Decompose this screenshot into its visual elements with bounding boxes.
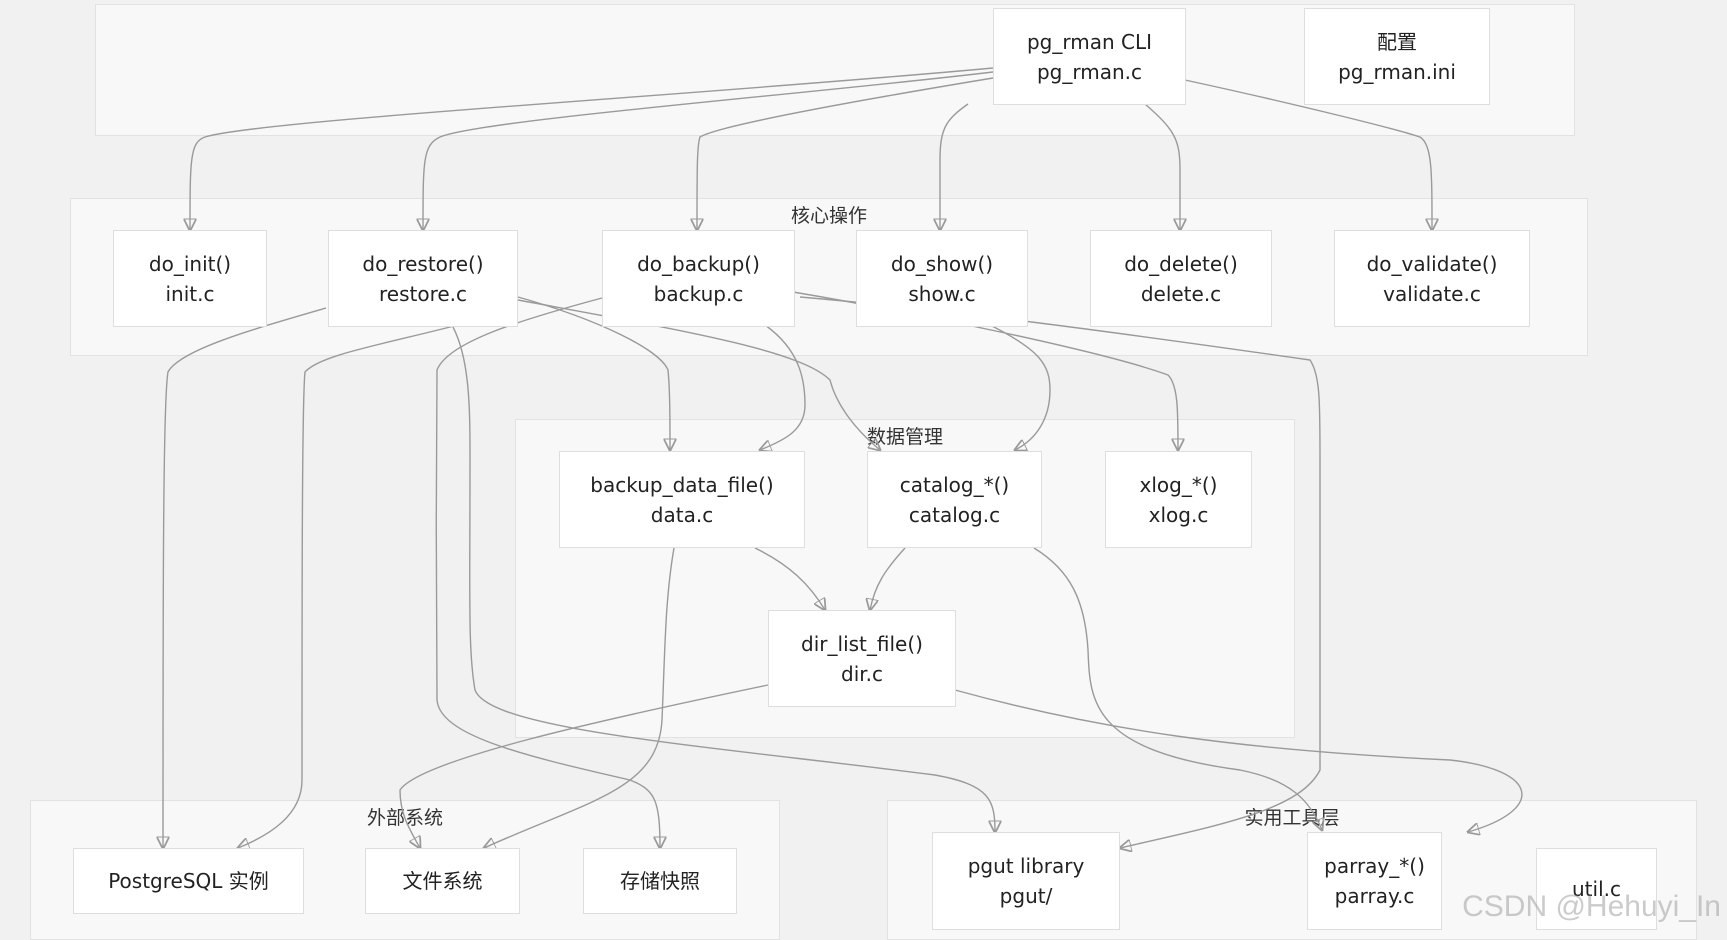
- node-parray[interactable]: parray_*() parray.c: [1307, 832, 1442, 930]
- edge-restore-postgres: [238, 324, 459, 848]
- node-do-restore[interactable]: do_restore() restore.c: [328, 230, 518, 327]
- node-filesystem-label: 文件系统: [402, 869, 483, 893]
- group-title-util: 实用工具层: [1244, 807, 1340, 829]
- node-catalog-line1: catalog_*(): [899, 472, 1010, 497]
- node-do-show-line2: show.c: [908, 281, 976, 306]
- node-do-backup[interactable]: do_backup() backup.c: [602, 230, 795, 327]
- node-backup-data-file-line1: backup_data_file(): [590, 472, 774, 497]
- node-pg-rman-cli[interactable]: pg_rman CLI pg_rman.c: [993, 8, 1186, 105]
- node-do-validate-line1: do_validate(): [1366, 251, 1498, 276]
- node-postgresql-instance[interactable]: PostgreSQL 实例: [73, 848, 304, 914]
- node-dir-list-file-line2: dir.c: [841, 661, 883, 686]
- node-dir-list-file-line1: dir_list_file(): [801, 631, 923, 656]
- node-do-validate[interactable]: do_validate() validate.c: [1334, 230, 1530, 327]
- node-parray-line2: parray.c: [1334, 884, 1415, 908]
- node-catalog[interactable]: catalog_*() catalog.c: [867, 451, 1042, 548]
- node-xlog-line2: xlog.c: [1148, 502, 1209, 527]
- node-filesystem[interactable]: 文件系统: [365, 848, 520, 914]
- node-util-c[interactable]: util.c: [1536, 848, 1657, 930]
- node-do-show-line1: do_show(): [890, 251, 994, 276]
- group-title-data: 数据管理: [866, 426, 943, 448]
- node-pgut-library-line1: pgut library: [967, 854, 1085, 878]
- csdn-watermark: CSDN @Hehuyi_In: [1462, 890, 1721, 923]
- node-do-backup-line1: do_backup(): [637, 251, 760, 276]
- node-config[interactable]: 配置 pg_rman.ini: [1304, 8, 1490, 105]
- node-pg-rman-cli-line1: pg_rman CLI: [1026, 29, 1153, 54]
- group-title-external: 外部系统: [366, 807, 443, 829]
- node-backup-data-file[interactable]: backup_data_file() data.c: [559, 451, 805, 548]
- node-storage-snapshot[interactable]: 存储快照: [583, 848, 737, 914]
- node-parray-line1: parray_*(): [1324, 854, 1425, 878]
- node-do-init-line1: do_init(): [148, 251, 232, 276]
- node-do-backup-line2: backup.c: [653, 281, 744, 306]
- node-config-line1: 配置: [1377, 29, 1417, 54]
- node-xlog-line1: xlog_*(): [1139, 472, 1218, 497]
- node-backup-data-file-line2: data.c: [650, 502, 714, 527]
- node-dir-list-file[interactable]: dir_list_file() dir.c: [768, 610, 956, 707]
- node-do-delete-line1: do_delete(): [1124, 251, 1238, 276]
- group-title-core: 核心操作: [790, 205, 867, 227]
- node-pg-rman-cli-line2: pg_rman.c: [1036, 59, 1143, 84]
- node-do-restore-line2: restore.c: [378, 281, 468, 306]
- edge-init-postgres: [163, 307, 327, 848]
- node-util-c-label: util.c: [1572, 877, 1621, 901]
- node-xlog[interactable]: xlog_*() xlog.c: [1105, 451, 1252, 548]
- node-do-restore-line1: do_restore(): [362, 251, 484, 276]
- node-do-init-line2: init.c: [165, 281, 215, 306]
- node-do-delete[interactable]: do_delete() delete.c: [1090, 230, 1272, 327]
- node-do-validate-line2: validate.c: [1383, 281, 1481, 306]
- node-do-init[interactable]: do_init() init.c: [113, 230, 267, 327]
- node-pgut-library-line2: pgut/: [999, 884, 1053, 908]
- node-pgut-library[interactable]: pgut library pgut/: [932, 832, 1120, 930]
- node-catalog-line2: catalog.c: [908, 502, 1001, 527]
- node-config-line2: pg_rman.ini: [1338, 59, 1456, 84]
- node-storage-snapshot-label: 存储快照: [620, 869, 700, 893]
- node-postgresql-instance-label: PostgreSQL 实例: [108, 869, 269, 893]
- node-do-show[interactable]: do_show() show.c: [856, 230, 1028, 327]
- node-do-delete-line2: delete.c: [1140, 281, 1222, 306]
